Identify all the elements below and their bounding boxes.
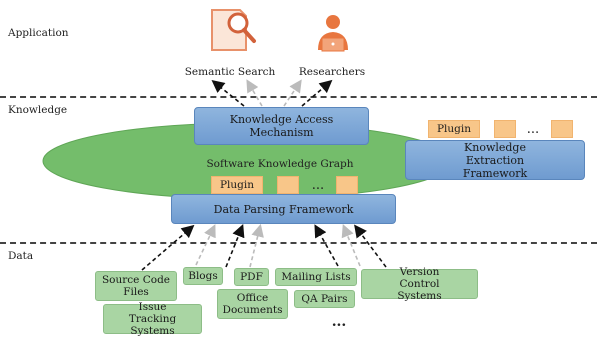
blogs-box: Blogs <box>183 267 223 285</box>
layer-label-data: Data <box>8 250 34 262</box>
plugin-box: Plugin <box>428 120 480 138</box>
layer-label-knowledge: Knowledge <box>8 104 68 116</box>
plugin-ellipsis: ... <box>311 178 325 193</box>
plugin-slot <box>277 176 299 194</box>
office-documents-box: Office Documents <box>217 289 288 319</box>
plugin-ellipsis: ... <box>526 122 540 137</box>
source-code-files-box: Source Code Files <box>95 271 177 301</box>
data-parsing-framework-box: Data Parsing Framework <box>171 194 396 224</box>
plugin-box: Plugin <box>211 176 263 194</box>
plugin-slot <box>551 120 573 138</box>
researchers-label: Researchers <box>298 66 366 78</box>
semantic-search-label: Semantic Search <box>184 66 276 78</box>
qa-pairs-box: QA Pairs <box>294 290 355 308</box>
version-control-systems-box: Version Control Systems <box>361 266 478 302</box>
knowledge-extraction-framework-box: Knowledge Extraction Framework <box>405 140 585 180</box>
mailing-lists-box: Mailing Lists <box>275 268 357 286</box>
knowledge-access-mechanism-box: Knowledge Access Mechanism <box>194 107 369 145</box>
layer-label-application: Application <box>8 27 69 39</box>
plugin-slot <box>494 120 516 138</box>
plugin-slot <box>336 176 358 194</box>
issue-tracking-systems-box: Issue Tracking Systems <box>103 301 202 337</box>
more-sources-ellipsis: ... <box>331 314 347 330</box>
layer-separator-data <box>0 242 597 244</box>
pdf-box: PDF <box>234 268 269 286</box>
software-knowledge-graph-label: Software Knowledge Graph <box>206 158 354 170</box>
